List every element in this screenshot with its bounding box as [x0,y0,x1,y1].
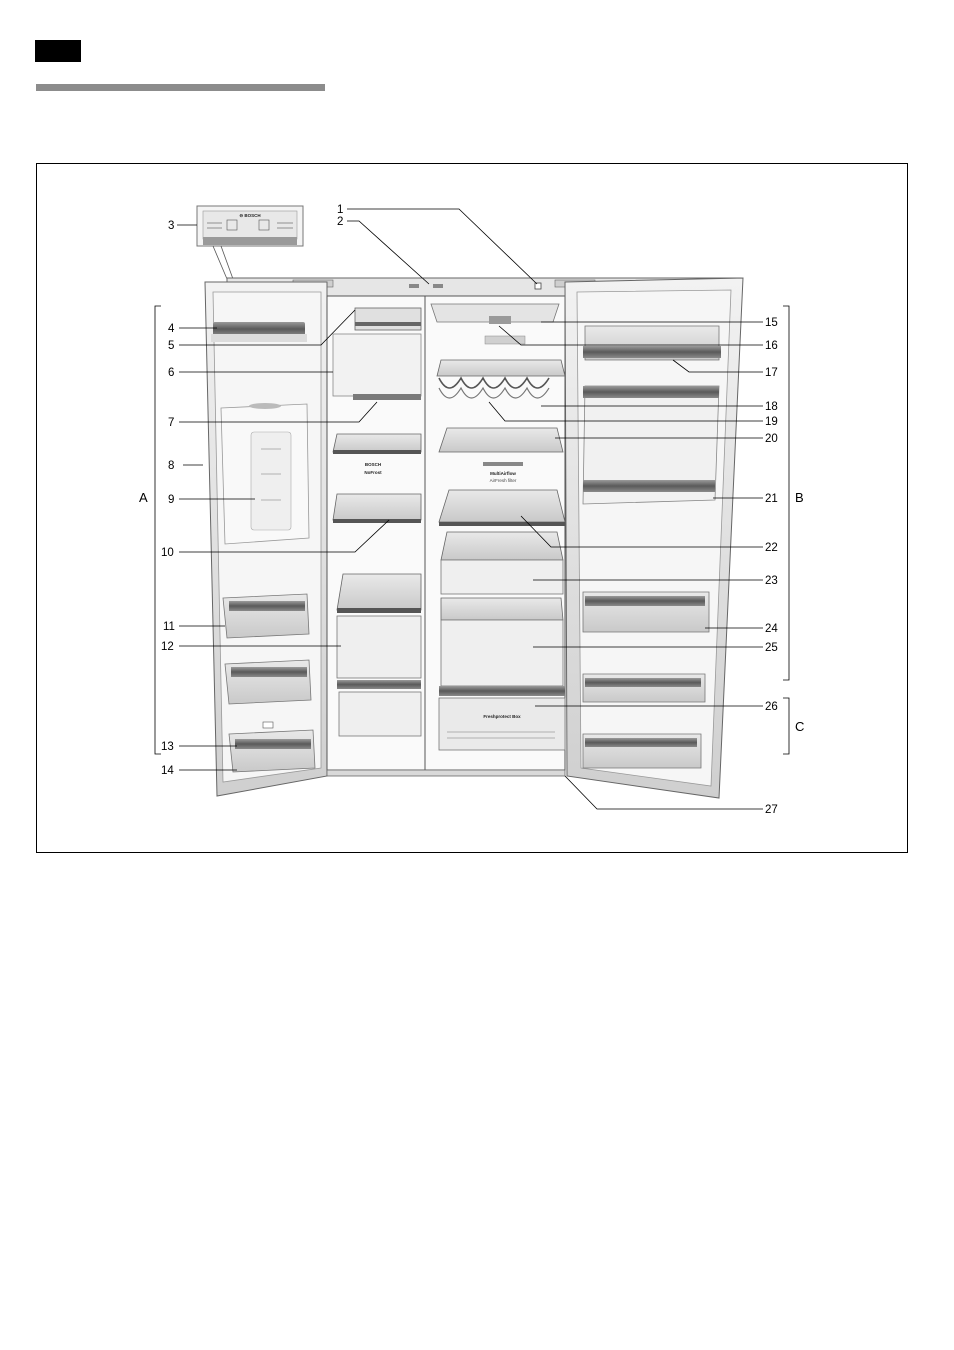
freezer-compartment: BOSCH NoFrost [327,296,425,770]
control-panel-brand: ⊖ BOSCH [239,213,260,218]
callout-16: 16 [765,340,778,352]
callout-22: 22 [765,542,778,554]
bracket-label-b: B [795,490,804,505]
callout-11: 11 [163,621,175,633]
callout-15: 15 [765,317,778,329]
refrigerator-door [565,278,743,798]
callout-3: 3 [168,220,174,232]
freezer-door [205,282,327,796]
callout-2: 2 [337,216,343,228]
callout-8: 8 [168,460,174,472]
callout-21: 21 [765,493,778,505]
fridge-illustration: ⊖ BOSCH [37,164,909,854]
bracket-label-c: C [795,719,804,734]
callout-9: 9 [168,494,174,506]
callout-4: 4 [168,323,175,335]
callout-18: 18 [765,401,778,413]
callout-19: 19 [765,416,778,428]
callout-24: 24 [765,623,778,635]
freshprotect-text: Freshprotect Box [483,714,521,719]
callout-5: 5 [168,340,174,352]
section-rule [36,84,325,91]
callout-13: 13 [161,741,174,753]
callout-25: 25 [765,642,778,654]
section-marker-tab [35,40,81,62]
callout-7: 7 [168,417,174,429]
callout-12: 12 [161,641,174,653]
callout-20: 20 [765,433,778,445]
callout-23: 23 [765,575,778,587]
multiairflow-text: MultiAirflow [490,471,516,476]
callout-14: 14 [161,765,174,777]
control-panel-inset: ⊖ BOSCH [197,206,303,279]
callout-6: 6 [168,367,174,379]
callout-10: 10 [161,547,174,559]
nofrost-text: NoFrost [364,470,382,475]
appliance-figure: ⊖ BOSCH [36,163,908,853]
callout-27: 27 [765,804,778,816]
freezer-brand-text: BOSCH [365,462,381,467]
callout-1: 1 [337,204,343,216]
callout-17: 17 [765,367,778,379]
bracket-label-a: A [139,490,148,505]
callout-26: 26 [765,701,778,713]
airfresh-text: AirFresh filter [490,478,517,483]
